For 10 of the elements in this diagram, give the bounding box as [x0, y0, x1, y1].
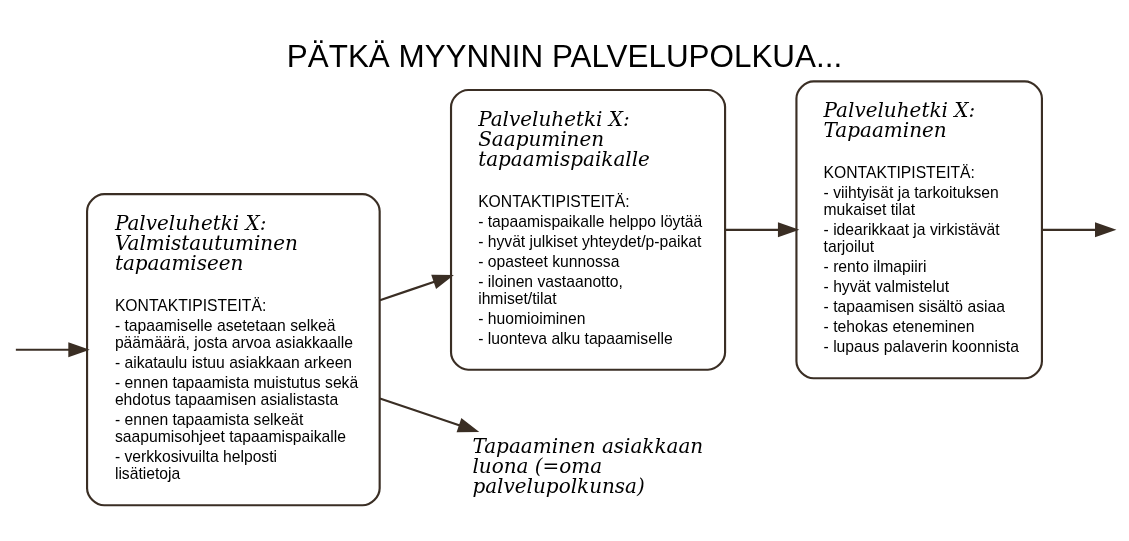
arrow [1042, 222, 1117, 238]
node-box: Palveluhetki X: Valmistautuminen tapaamiseen KONTAKTIPISTEITÄ: - tapaamiselle asetetaan selkeä päämäärä, josta arvoa asiakkaalle - aikataulu istuu asiakkaan arkeen - ennen tapaamista muistutus sekä ehdotus tapaamisen asialistasta - ennen tapaamista selkeät saapumisohjeet tapaamispaikalle - verkkosivuilta helposti lisätietoja [86, 193, 381, 507]
arrow [379, 397, 480, 433]
node-box: Palveluhetki X: Tapaaminen KONTAKTIPISTEITÄ: - viihtyisät ja tarkoituksen mukaiset tilat - idearikkaat ja virkistävät tarjoilut - rento ilmapiiri - hyvät valmistelut - tapaamisen sisältö asiaa - tehokas eteneminen - lupaus palaverin koonnista [795, 80, 1043, 380]
arrow [725, 222, 800, 238]
diagram-title: PÄTKÄ MYYNNIN PALVELUPOLKUA... [286, 38, 843, 74]
node-text: Tapaaminen asiakkaan luona (=oma palvelupolkunsa) [472, 433, 704, 498]
node-box: Palveluhetki X: Saapuminen tapaamispaikalle KONTAKTIPISTEITÄ: - tapaamispaikalle helppo löytää - hyvät julkiset yhteydet/p-paikat - opasteet kunnossa - iloinen vastaanotto, ihmiset/tilat - huomioiminen - luonteva alku tapaamiselle [449, 88, 727, 371]
arrow [379, 274, 454, 302]
arrow [15, 342, 90, 358]
